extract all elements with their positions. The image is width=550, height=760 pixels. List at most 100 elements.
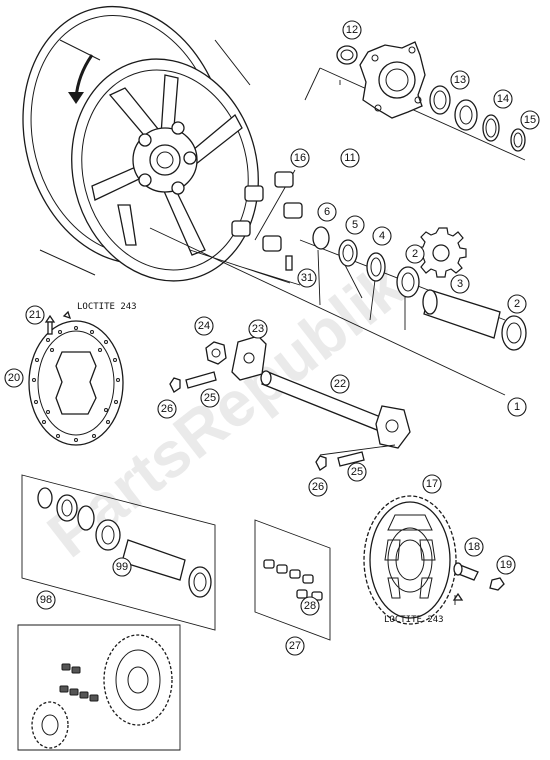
callout-26a[interactable]: 26 (157, 399, 177, 419)
callout-label: 98 (40, 594, 52, 606)
callout-circle (507, 397, 527, 417)
callout-circle (450, 274, 470, 294)
axle (260, 370, 411, 456)
callout-22[interactable]: 22 (330, 374, 350, 394)
callout-28[interactable]: 28 (300, 596, 320, 616)
callout-18[interactable]: 18 (464, 537, 484, 557)
hub-bearings (285, 226, 527, 351)
callout-circle (496, 555, 516, 575)
callout-circle (317, 202, 337, 222)
callout-98[interactable]: 98 (36, 590, 56, 610)
callout-label: 5 (352, 219, 358, 231)
brake-disc (28, 310, 124, 446)
callout-label: 2 (412, 248, 418, 260)
callout-label: 23 (252, 323, 264, 335)
adjuster-screws (169, 371, 365, 471)
callout-5[interactable]: 5 (345, 215, 365, 235)
callout-circle (112, 557, 132, 577)
callout-4[interactable]: 4 (372, 226, 392, 246)
callout-label: 99 (116, 561, 128, 573)
callout-26b[interactable]: 26 (308, 477, 328, 497)
callout-label: 20 (8, 372, 20, 384)
callout-label: 25 (204, 392, 216, 404)
callout-3[interactable]: 3 (450, 274, 470, 294)
rear-wheel (22, 5, 259, 282)
callout-circle (372, 226, 392, 246)
callout-2a[interactable]: 2 (405, 244, 425, 264)
callout-label: 13 (454, 74, 466, 86)
callout-12[interactable]: 12 (342, 20, 362, 40)
callout-label: 27 (289, 640, 301, 652)
callout-circle (25, 305, 45, 325)
callout-label: 17 (426, 478, 438, 490)
callout-20[interactable]: 20 (4, 368, 24, 388)
callout-label: 26 (161, 403, 173, 415)
callout-2b[interactable]: 2 (507, 294, 527, 314)
callout-24[interactable]: 24 (194, 316, 214, 336)
callout-label: 2 (514, 298, 520, 310)
callout-label: 4 (379, 230, 385, 242)
callout-label: 15 (524, 114, 536, 126)
callout-label: 1 (514, 401, 520, 413)
callout-label: 26 (312, 481, 324, 493)
callout-11[interactable]: 11 (340, 148, 360, 168)
callout-99[interactable]: 99 (112, 557, 132, 577)
callout-19[interactable]: 19 (496, 555, 516, 575)
rotation-arrow-icon (68, 54, 94, 104)
callout-circle (157, 399, 177, 419)
loctite-note-top: LOCTITE 243 (77, 302, 137, 312)
callout-31[interactable]: 31 (297, 268, 317, 288)
callout-15[interactable]: 15 (520, 110, 540, 130)
callout-label: 11 (344, 152, 355, 164)
callout-14[interactable]: 14 (493, 89, 513, 109)
callout-label: 22 (334, 378, 346, 390)
callout-17[interactable]: 17 (422, 474, 442, 494)
callout-label: 18 (468, 541, 480, 553)
callout-1[interactable]: 1 (507, 397, 527, 417)
callout-circle (285, 636, 305, 656)
callout-label: 12 (346, 24, 358, 36)
callout-circle (347, 462, 367, 482)
callout-label: 19 (500, 559, 512, 571)
callout-circle (405, 244, 425, 264)
drive-kit-box (17, 624, 181, 751)
sprocket-carrier-group (304, 41, 526, 161)
callout-circle (340, 148, 360, 168)
callout-circle (345, 215, 365, 235)
callout-circle (36, 590, 56, 610)
chain-kit (254, 519, 331, 641)
callout-25b[interactable]: 25 (347, 462, 367, 482)
callout-circle (464, 537, 484, 557)
callout-21[interactable]: 21 (25, 305, 45, 325)
callout-label: 14 (497, 93, 509, 105)
callout-circle (297, 268, 317, 288)
callout-circle (248, 319, 268, 339)
callout-circle (507, 294, 527, 314)
callout-circle (308, 477, 328, 497)
callout-6[interactable]: 6 (317, 202, 337, 222)
callout-label: 31 (301, 272, 313, 284)
callout-circle (4, 368, 24, 388)
callout-circle (450, 70, 470, 90)
callout-label: 3 (457, 278, 463, 290)
callout-label: 28 (304, 600, 316, 612)
sprocket-bolt (452, 562, 505, 605)
callout-circle (330, 374, 350, 394)
callout-label: 24 (198, 320, 210, 332)
rear-sprocket (363, 495, 457, 625)
callout-25a[interactable]: 25 (200, 388, 220, 408)
callout-label: 16 (294, 152, 306, 164)
callout-23[interactable]: 23 (248, 319, 268, 339)
callout-circle (520, 110, 540, 130)
callout-27[interactable]: 27 (285, 636, 305, 656)
callout-13[interactable]: 13 (450, 70, 470, 90)
callout-label: 21 (29, 309, 41, 321)
callout-circle (422, 474, 442, 494)
callout-label: 25 (351, 466, 363, 478)
callout-circle (290, 148, 310, 168)
loctite-note-bottom: LOCTITE 243 (384, 615, 444, 625)
bearing-kit (21, 474, 216, 631)
callout-circle (342, 20, 362, 40)
callout-16[interactable]: 16 (290, 148, 310, 168)
